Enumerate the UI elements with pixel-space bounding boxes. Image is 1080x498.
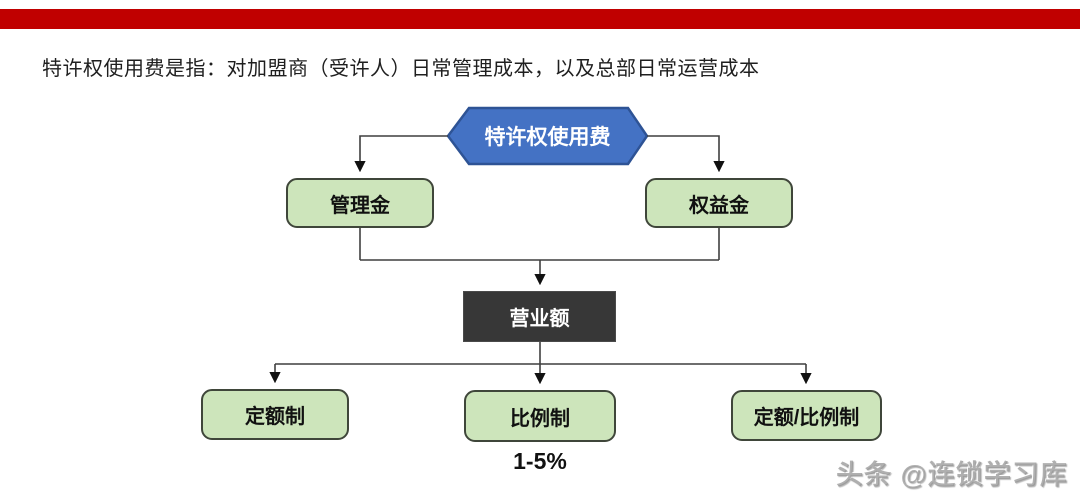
node-management-fee: 管理金 bbox=[286, 178, 434, 228]
definition-text: 特许权使用费是指：对加盟商（受许人）日常管理成本，以及总部日常运营成本 bbox=[42, 58, 760, 80]
ratio-range-annotation: 1-5% bbox=[513, 448, 567, 474]
edge-root-to-management bbox=[354, 135, 448, 173]
node-ratio-based: 比例制 bbox=[464, 390, 616, 442]
node-fixed-or-ratio: 定额/比例制 bbox=[731, 390, 882, 441]
watermark-toutiao: 头条 @连锁学习库 bbox=[836, 460, 1068, 490]
node-fixed-amount: 定额制 bbox=[201, 389, 349, 440]
top-accent-bar bbox=[0, 9, 1080, 29]
node-equity-fee: 权益金 bbox=[645, 178, 793, 228]
node-revenue: 营业额 bbox=[463, 291, 616, 342]
node-royalty-fee: 特许权使用费 bbox=[484, 126, 611, 149]
edge-root-to-equity bbox=[647, 135, 725, 173]
